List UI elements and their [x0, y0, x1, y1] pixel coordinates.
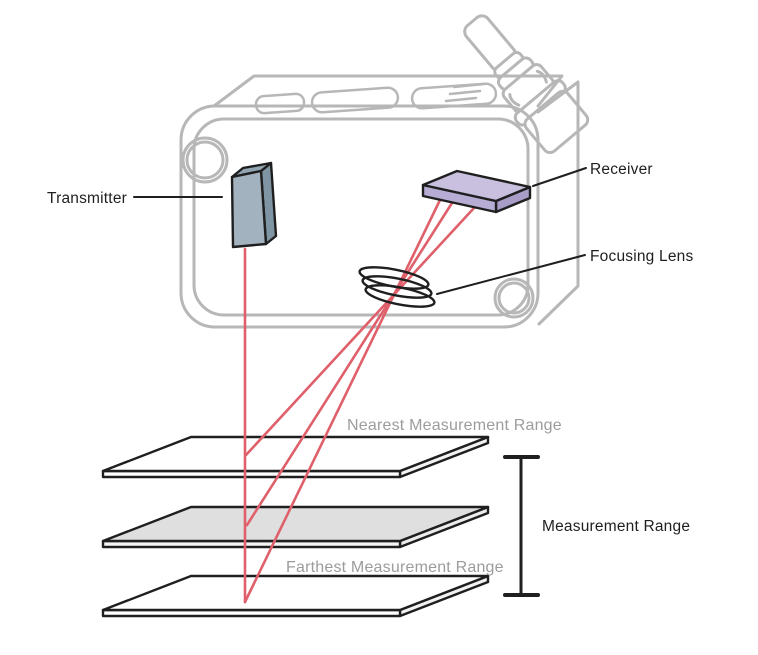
farthest-range-label: Farthest Measurement Range — [286, 559, 504, 576]
slot-display-left — [310, 86, 400, 114]
transmitter-label: Transmitter — [47, 190, 127, 207]
vent-dashes — [444, 82, 486, 103]
target-planes — [101, 435, 490, 618]
slot-small — [254, 92, 306, 115]
sensor-housing — [179, 14, 590, 329]
receiver-top-face — [421, 169, 532, 203]
optics — [230, 161, 532, 308]
mounting-hole-topleft-inner — [185, 140, 225, 180]
lens-element-top — [358, 266, 430, 290]
reflected-beam-middle — [245, 201, 454, 527]
housing-right-face — [536, 80, 580, 326]
reflected-beam-nearest — [244, 206, 476, 457]
plane-farthest — [101, 574, 490, 618]
mounting-hole-bottomright-outer — [493, 277, 535, 319]
annotations — [133, 167, 587, 597]
mounting-hole-bottomright-inner — [497, 281, 531, 315]
receiver-plate — [421, 169, 532, 214]
focusing-lens-label: Focusing Lens — [590, 248, 693, 265]
focusing-lens-shape — [358, 266, 436, 308]
transmitter-block — [230, 161, 278, 249]
mounting-hole-topleft-outer — [181, 136, 229, 184]
plane-nearest — [101, 435, 490, 479]
laser-beams — [243, 198, 476, 604]
housing-front-inner — [192, 117, 530, 317]
plane-farthest-top — [101, 574, 490, 612]
text-labels: Transmitter Receiver Focusing Lens Neare… — [47, 161, 693, 576]
plane-nearest-top — [101, 435, 490, 473]
top-face-slots — [254, 82, 498, 115]
housing-top-face — [212, 74, 564, 108]
measurement-range-dimension — [503, 455, 540, 597]
plane-middle — [101, 505, 490, 549]
reflected-beam-farthest — [243, 198, 442, 604]
measurement-range-label: Measurement Range — [542, 518, 690, 535]
housing-front-outer — [179, 104, 540, 329]
cable-connector — [463, 14, 590, 155]
receiver-label: Receiver — [590, 161, 653, 178]
leader-receiver — [532, 167, 587, 187]
leader-focusing-lens — [436, 254, 586, 295]
plane-middle-top — [101, 505, 490, 543]
lens-element-middle — [361, 275, 433, 299]
nearest-range-label: Nearest Measurement Range — [347, 417, 562, 434]
transmitter-front-face — [230, 169, 268, 249]
